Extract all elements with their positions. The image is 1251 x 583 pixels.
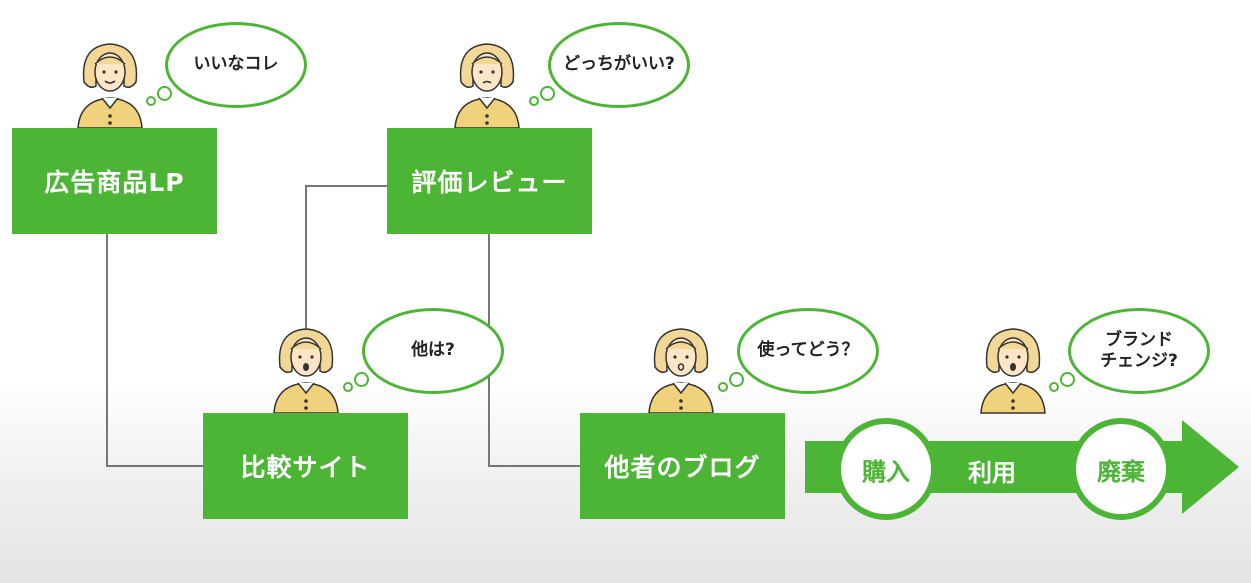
box-compare: 比較サイト <box>203 413 408 519</box>
woman-icon-2 <box>454 43 520 129</box>
speech-bubble-ad-lp: いいなコレ <box>165 22 307 108</box>
box-review: 評価レビュー <box>387 128 592 234</box>
box-label-compare: 比較サイト <box>240 453 371 482</box>
label-dispose: 廃棄 <box>1097 457 1145 486</box>
thought-dot <box>1060 372 1075 387</box>
bubble-text-blog: 使ってどう？ <box>757 340 859 361</box>
thought-dot <box>157 86 172 101</box>
thought-dot <box>354 372 369 387</box>
label-use: 利用 <box>968 459 1016 487</box>
speech-bubble-compare: 他は? <box>362 308 504 394</box>
box-label-blog: 他者のブログ <box>604 453 761 482</box>
woman-icon-3 <box>273 328 339 414</box>
speech-bubble-blog: 使ってどう？ <box>737 308 879 394</box>
speech-bubble-brand-change: ブランド チェンジ? <box>1068 308 1210 394</box>
circle-dispose: 廃棄 <box>1070 418 1172 520</box>
connector-compare-horizontal <box>305 185 387 187</box>
thought-dot <box>343 382 353 392</box>
thought-dot <box>529 96 539 106</box>
connector-compare-vertical <box>305 185 307 330</box>
box-label-review: 評価レビュー <box>411 168 568 197</box>
woman-icon-4 <box>648 328 714 414</box>
thought-dot <box>146 96 156 106</box>
circle-purchase: 購入 <box>835 418 937 520</box>
box-blog: 他者のブログ <box>580 413 785 519</box>
thought-dot <box>729 372 744 387</box>
woman-icon-1 <box>77 43 143 129</box>
connector-review-horizontal <box>488 465 580 467</box>
bubble-text-brand-line1: ブランド <box>1105 329 1173 350</box>
thought-dot <box>718 382 728 392</box>
label-purchase: 購入 <box>862 457 910 486</box>
connector-lp-horizontal <box>106 465 203 467</box>
woman-icon-5 <box>980 328 1046 414</box>
box-label-ad-lp: 広告商品LP <box>44 168 185 197</box>
thought-dot <box>540 86 555 101</box>
bubble-text-ad-lp: いいなコレ <box>193 54 279 75</box>
thought-dot <box>1049 382 1059 392</box>
speech-bubble-review: どっちがいい? <box>548 22 690 108</box>
box-ad-lp: 広告商品LP <box>12 128 217 234</box>
connector-lp-vertical <box>106 233 108 466</box>
bubble-text-brand-line2: チェンジ? <box>1100 351 1178 371</box>
bubble-text-review: どっちがいい? <box>563 54 675 75</box>
bubble-text-compare: 他は? <box>411 340 455 361</box>
